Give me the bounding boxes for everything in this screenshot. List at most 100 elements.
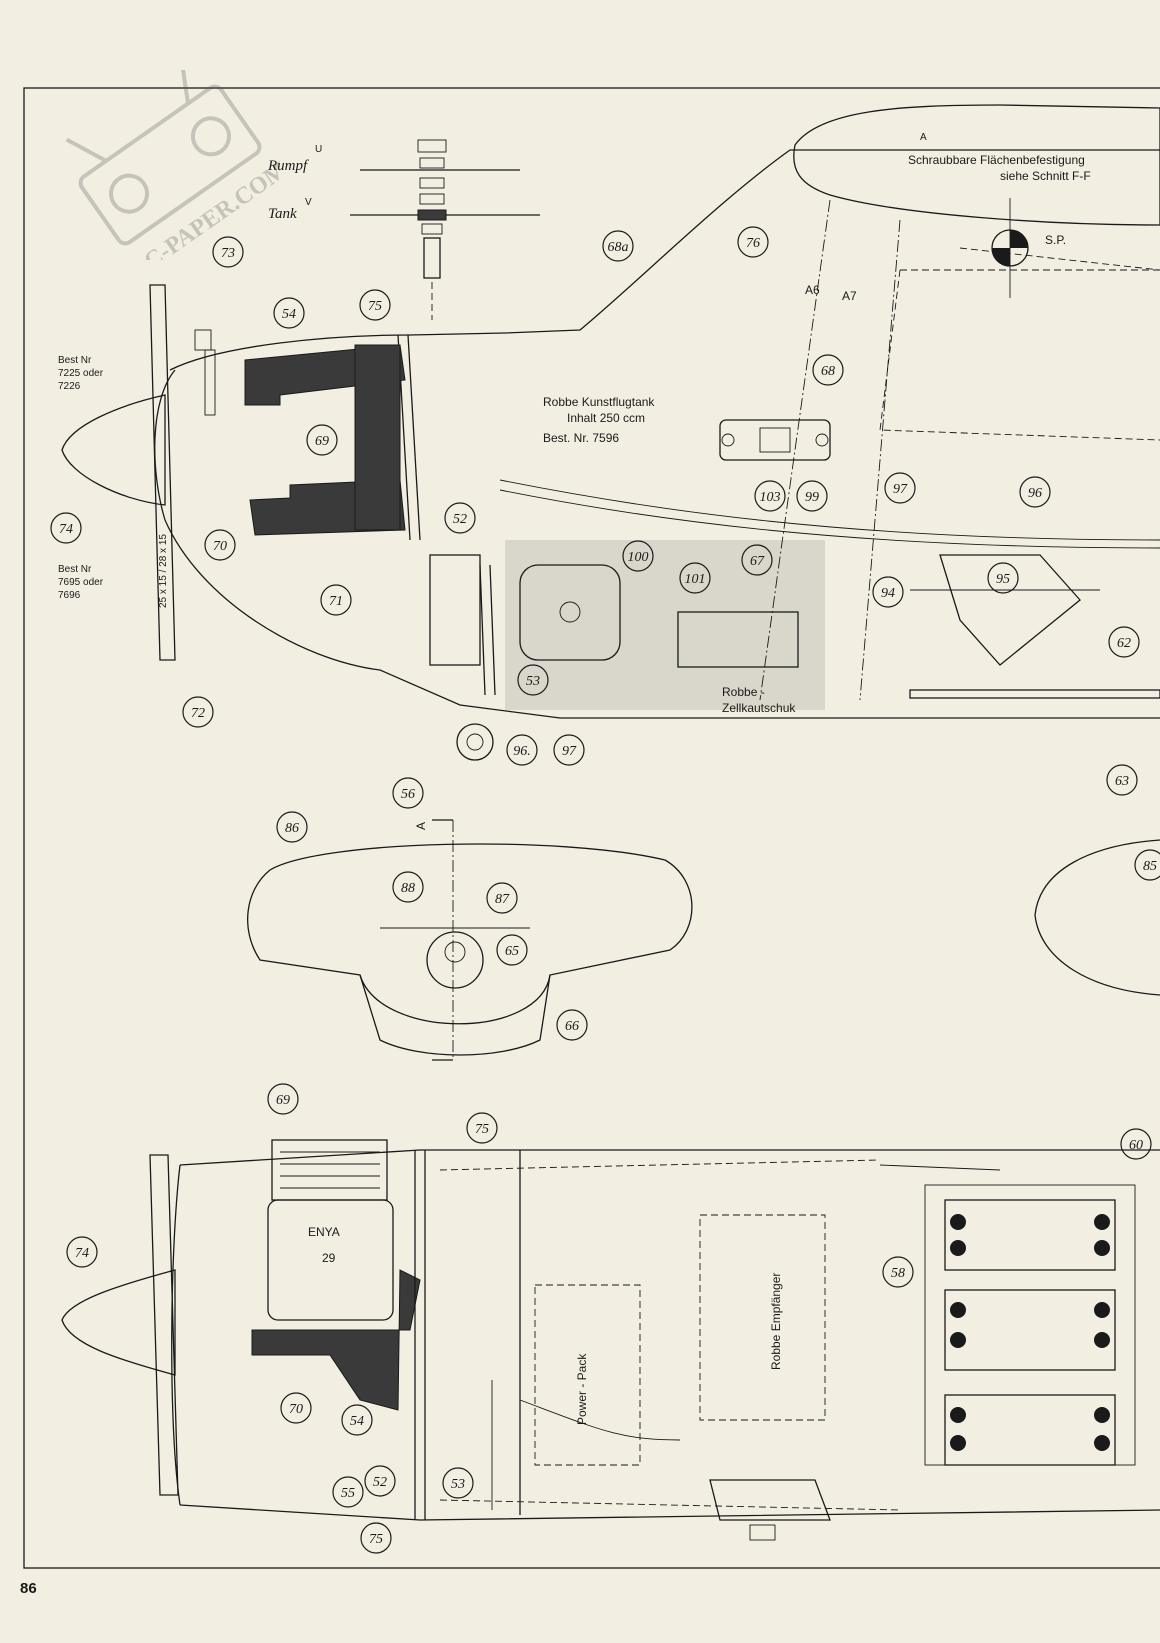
callout-label: 58 <box>891 1266 905 1281</box>
label-engine-1: ENYA <box>308 1225 340 1239</box>
top-engine-mount <box>251 1269 421 1411</box>
callout-side-29: 87 <box>486 882 518 914</box>
callout-label: 75 <box>369 1532 383 1547</box>
callout-label: 97 <box>893 482 908 497</box>
label-section-a: A <box>920 132 927 143</box>
callout-circle <box>280 1392 312 1424</box>
callout-label: 72 <box>191 706 205 721</box>
callout-label: 70 <box>213 539 227 554</box>
callout-label: 56 <box>401 787 415 802</box>
top-fuselage-lower <box>179 1504 1160 1521</box>
label-spinner-2: 7225 oder <box>58 368 104 379</box>
callout-circle <box>332 1476 364 1508</box>
label-wing-mount-1: Schraubbare Flächenbefestigung <box>908 153 1085 167</box>
watermark-logo: RC-PAPER.COM <box>65 70 280 260</box>
wheel-pant-right <box>1034 839 1160 996</box>
callout-side-24: 97 <box>553 734 585 766</box>
callout-label: 68 <box>821 364 835 379</box>
side-view-labels: U Rumpf V Tank A Schraubbare Flächenbefe… <box>58 132 1091 830</box>
callout-top-8: 55 <box>332 1476 364 1508</box>
receiver-box <box>699 1214 826 1421</box>
label-prop-1: Best Nr <box>58 564 92 575</box>
callout-label: 94 <box>881 586 895 601</box>
callout-top-5: 70 <box>280 1392 312 1424</box>
callout-circle <box>364 1465 396 1497</box>
callout-label: 52 <box>373 1475 387 1490</box>
callout-side-18: 94 <box>872 576 904 608</box>
callout-side-0: 73 <box>212 236 244 268</box>
callout-label: 99 <box>805 490 819 505</box>
callout-label: 63 <box>1115 774 1129 789</box>
label-u: U <box>315 144 322 155</box>
label-section-cut: A <box>414 822 428 830</box>
callout-top-3: 74 <box>66 1236 98 1268</box>
callout-label: 95 <box>996 572 1010 587</box>
top-view-labels: ENYA 29 Power - Pack Robbe Empfänger <box>308 1225 783 1425</box>
callout-side-6: 69 <box>306 424 338 456</box>
label-sp: S.P. <box>1045 233 1066 247</box>
callout-side-19: 71 <box>320 584 352 616</box>
callout-side-15: 101 <box>679 562 711 594</box>
callout-side-31: 66 <box>556 1009 588 1041</box>
top-propeller <box>149 1154 179 1496</box>
callout-label: 74 <box>59 522 73 537</box>
fuselage-bottom-outline <box>154 369 1160 719</box>
callout-side-2: 75 <box>359 289 391 321</box>
callout-label: 85 <box>1143 859 1157 874</box>
callout-side-26: 56 <box>392 777 424 809</box>
callout-side-4: 76 <box>737 226 769 258</box>
callout-label: 96. <box>513 744 531 759</box>
callout-label: 76 <box>746 236 760 251</box>
drawing-frame <box>23 87 1160 1569</box>
callout-label: 68a <box>608 240 629 255</box>
label-tank-1: Robbe Kunstflugtank <box>543 395 655 409</box>
callout-side-3: 68a <box>602 230 634 262</box>
fuel-tank <box>719 419 831 461</box>
callout-circle <box>392 871 424 903</box>
callout-circle <box>359 289 391 321</box>
callout-side-17: 95 <box>987 562 1019 594</box>
callout-label: 100 <box>628 550 649 565</box>
callout-top-10: 75 <box>360 1522 392 1554</box>
label-prop-3: 7696 <box>58 590 81 601</box>
callout-side-30: 65 <box>496 934 528 966</box>
callout-label: 69 <box>276 1093 290 1108</box>
callout-label: 103 <box>760 490 781 505</box>
label-engine-2: 29 <box>322 1251 336 1265</box>
propeller-outline <box>149 284 176 661</box>
callout-label: 52 <box>453 512 467 527</box>
callout-side-11: 52 <box>444 502 476 534</box>
callout-label: 62 <box>1117 636 1131 651</box>
callout-circle <box>812 354 844 386</box>
label-tank-2: Inhalt 250 ccm <box>567 411 645 425</box>
callout-side-14: 100 <box>622 540 654 572</box>
top-spinner <box>61 1269 176 1376</box>
callout-label: 71 <box>329 594 343 609</box>
label-spinner-3: 7226 <box>58 381 81 392</box>
tank-bay-shade <box>505 540 825 710</box>
fuselage-top-outline <box>169 149 1160 371</box>
callout-circle <box>341 1404 373 1436</box>
callout-circle <box>987 562 1019 594</box>
callout-label: 66 <box>565 1019 579 1034</box>
callout-label: 87 <box>495 892 510 907</box>
callout-circle <box>466 1112 498 1144</box>
callout-label: 74 <box>75 1246 89 1261</box>
callout-top-0: 69 <box>267 1083 299 1115</box>
label-power-pack: Power - Pack <box>575 1353 589 1425</box>
page-number: 86 <box>20 1580 37 1597</box>
callout-circle <box>1120 1128 1152 1160</box>
callout-label: 70 <box>289 1402 303 1417</box>
callout-side-8: 99 <box>796 480 828 512</box>
callout-circle <box>320 584 352 616</box>
callout-circle <box>486 882 518 914</box>
callout-circle <box>267 1083 299 1115</box>
callout-top-1: 75 <box>466 1112 498 1144</box>
top-view <box>61 1139 1160 1541</box>
label-rumpf: Rumpf <box>267 158 309 174</box>
callout-label: 88 <box>401 881 415 896</box>
callout-circle <box>496 934 528 966</box>
